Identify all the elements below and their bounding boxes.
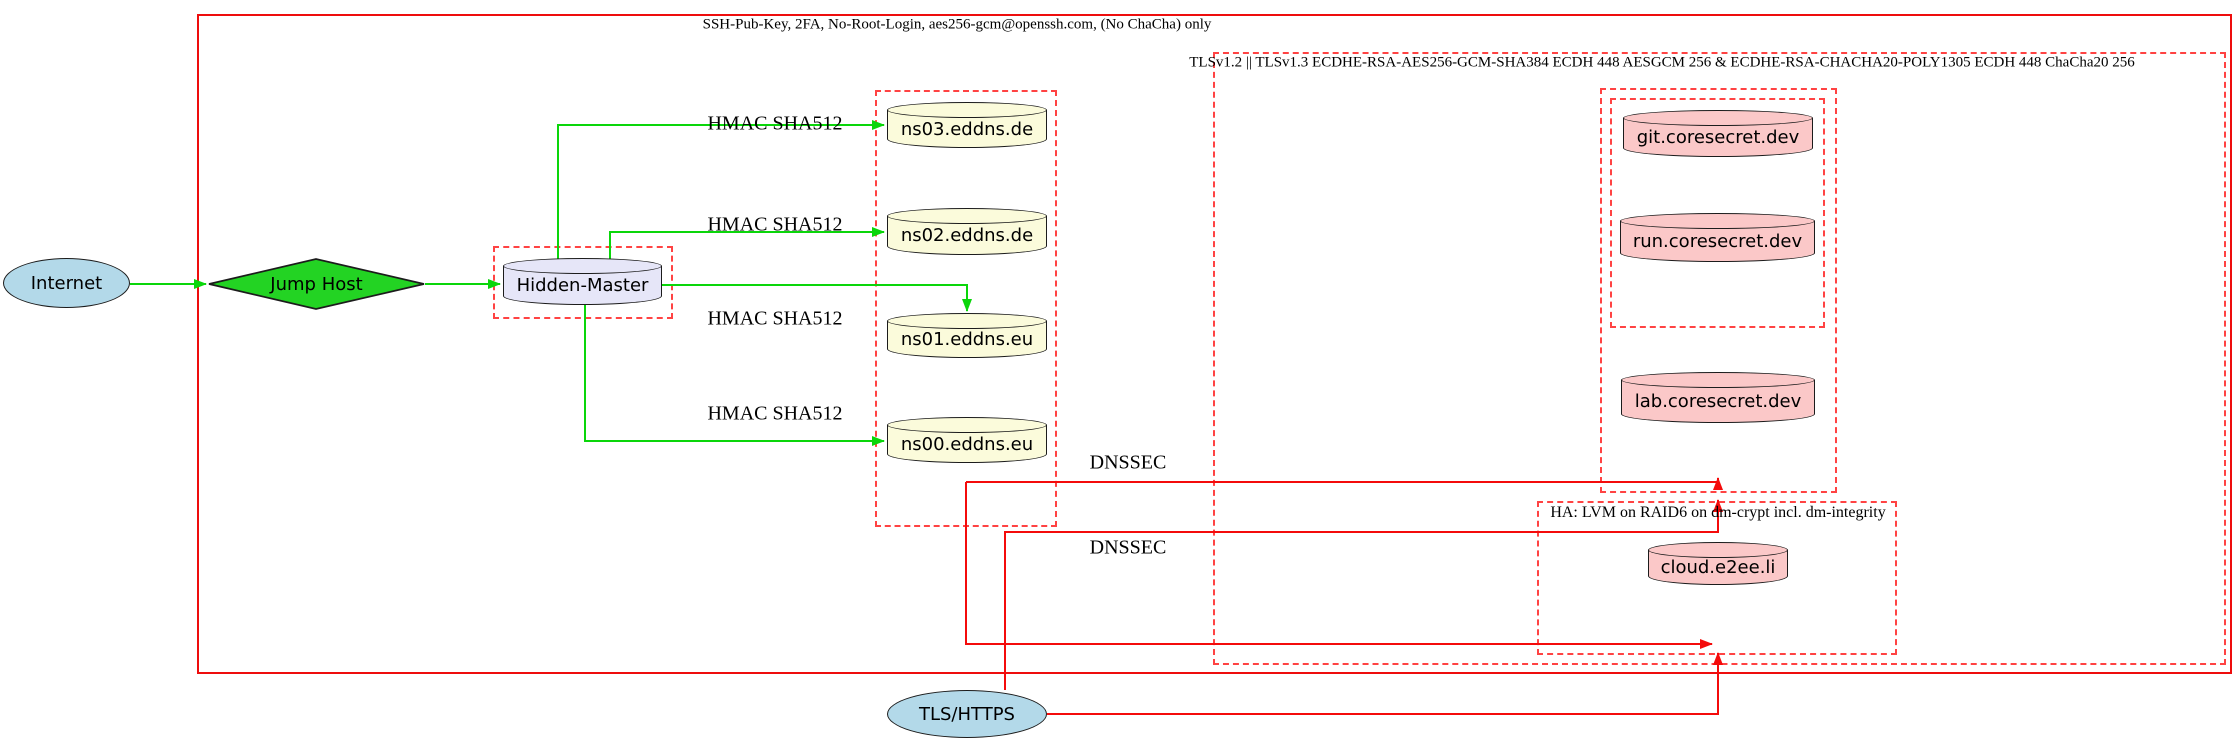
node-lab-label: lab.coresecret.dev xyxy=(1634,391,1802,412)
node-internet-label: Internet xyxy=(30,272,103,294)
node-tls-https: TLS/HTTPS xyxy=(887,690,1047,738)
node-git: git.coresecret.dev xyxy=(1623,110,1813,157)
node-ns01: ns01.eddns.eu xyxy=(887,313,1047,358)
node-ns03-label: ns03.eddns.de xyxy=(900,118,1034,140)
edge-label-hmac-ns02: HMAC SHA512 xyxy=(707,213,843,236)
diamond-shape xyxy=(208,258,425,310)
node-hidden-master: Hidden-Master xyxy=(503,258,662,305)
edge-label-hmac-ns03: HMAC SHA512 xyxy=(707,112,843,135)
node-tls-https-label: TLS/HTTPS xyxy=(918,703,1015,725)
node-lab: lab.coresecret.dev xyxy=(1621,372,1815,423)
node-ns02: ns02.eddns.de xyxy=(887,208,1047,255)
node-ns01-label: ns01.eddns.eu xyxy=(900,329,1034,350)
tls-cluster-label: TLSv1.2 || TLSv1.3 ECDHE-RSA-AES256-GCM-… xyxy=(1189,54,2135,71)
node-git-label: git.coresecret.dev xyxy=(1636,127,1800,148)
node-run-label: run.coresecret.dev xyxy=(1632,231,1803,252)
node-cloud: cloud.e2ee.li xyxy=(1648,542,1788,585)
node-jump-host: Jump Host xyxy=(208,258,425,310)
edge-label-hmac-ns00: HMAC SHA512 xyxy=(707,402,843,425)
node-internet: Internet xyxy=(3,258,130,308)
edge-label-dnssec-1: DNSSEC xyxy=(1089,451,1167,474)
edge-label-dnssec-2: DNSSEC xyxy=(1089,536,1167,559)
outer-security-label: SSH-Pub-Key, 2FA, No-Root-Login, aes256-… xyxy=(702,16,1212,33)
cluster-dev-inner xyxy=(1610,98,1825,328)
node-ns03: ns03.eddns.de xyxy=(887,102,1047,148)
node-ns02-label: ns02.eddns.de xyxy=(900,225,1034,246)
node-hidden-master-label: Hidden-Master xyxy=(516,275,649,296)
node-run: run.coresecret.dev xyxy=(1620,213,1815,262)
cluster-dev-outer xyxy=(1600,88,1837,493)
ha-cluster-label: HA: LVM on RAID6 on dm-crypt incl. dm-in… xyxy=(1550,504,1886,521)
node-ns00: ns00.eddns.eu xyxy=(887,417,1047,463)
node-jump-host-label: Jump Host xyxy=(270,273,363,295)
edge-label-hmac-ns01: HMAC SHA512 xyxy=(707,307,843,330)
node-cloud-label: cloud.e2ee.li xyxy=(1660,557,1776,578)
node-ns00-label: ns00.eddns.eu xyxy=(900,433,1034,455)
